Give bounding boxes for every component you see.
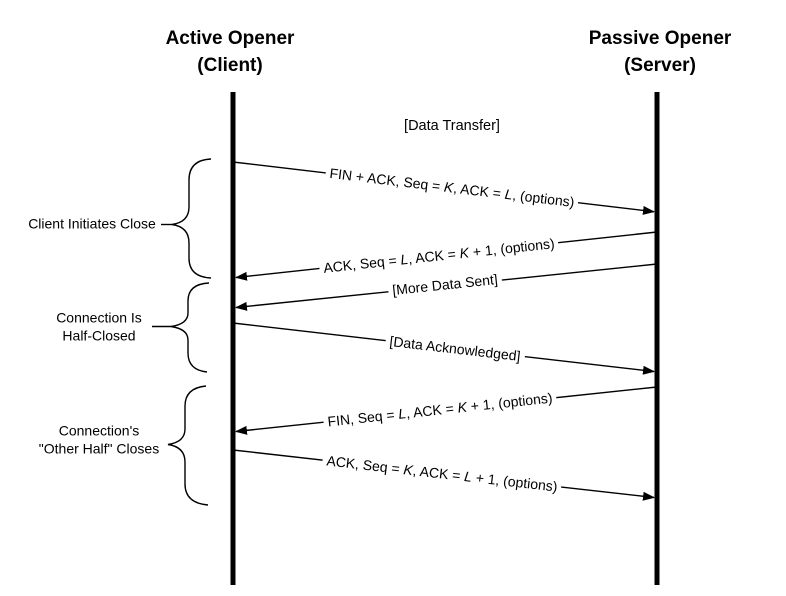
phase-3-line2: "Other Half" Closes (38, 440, 160, 456)
client-title-line1: Active Opener (165, 28, 295, 49)
brace-connection-half-closed (170, 282, 210, 373)
phase-2-line1: Connection Is (56, 309, 142, 326)
server-title-line1: Passive Opener (588, 28, 732, 49)
phase-label-other-half-closes: Connection's "Other Half" Closes (39, 423, 159, 458)
brace-other-half-closes (167, 385, 209, 506)
client-title-line2: (Client) (197, 55, 263, 76)
phase-1-line1: Client Initiates Close (28, 215, 156, 232)
data-transfer-label: [Data Transfer] (404, 118, 500, 134)
server-title-line2: (Server) (624, 55, 696, 76)
server-title: Passive Opener (Server) (589, 25, 732, 79)
phase-2-line2: Half-Closed (62, 327, 136, 343)
phase-label-client-initiates-close: Client Initiates Close (28, 215, 156, 233)
client-title: Active Opener (Client) (166, 25, 295, 79)
phase-3-line1: Connection's (58, 422, 140, 439)
brace-client-initiates-close (171, 158, 212, 279)
phase-label-connection-half-closed: Connection Is Half-Closed (56, 310, 142, 345)
